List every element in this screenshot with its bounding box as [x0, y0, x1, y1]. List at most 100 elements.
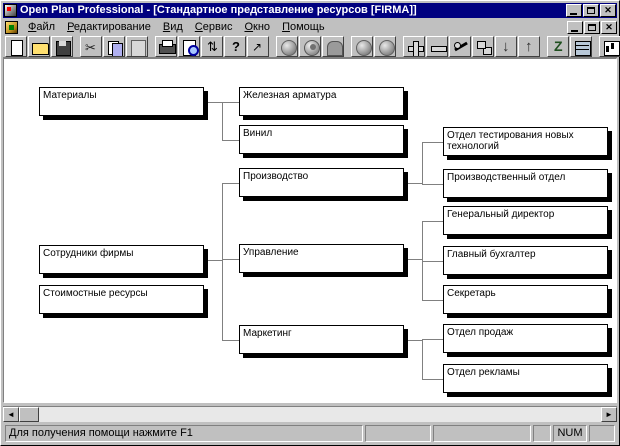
copy-icon [104, 37, 124, 56]
sort-button[interactable] [201, 35, 223, 57]
left-arrow-icon: ◄ [7, 409, 15, 419]
resource-plain-button[interactable] [351, 35, 373, 57]
resource-view-button[interactable] [276, 35, 298, 57]
tree-node-label: Сотрудники фирмы [43, 248, 134, 259]
document-close-button[interactable]: ✕ [601, 20, 617, 34]
menu-item-tools[interactable]: Сервис [194, 20, 233, 33]
stagger-button[interactable] [472, 35, 494, 57]
cut-button[interactable] [80, 35, 102, 57]
tree-node-otdel-test[interactable]: Отдел тестирования новых технологий [443, 127, 608, 156]
minus-icon [427, 37, 447, 56]
scrollbar-thumb[interactable] [19, 407, 39, 422]
horizontal-scrollbar[interactable]: ◄ ► [3, 406, 617, 422]
print-preview-button[interactable] [178, 35, 200, 57]
resource-ball-detail-icon [300, 37, 320, 56]
tree-node-glav-buhgalter[interactable]: Главный бухгалтер [443, 246, 608, 275]
tree-node-sekretar[interactable]: Секретарь [443, 285, 608, 314]
move-down-button[interactable] [495, 35, 517, 57]
right-arrow-icon: ► [605, 409, 613, 419]
close-button[interactable]: ✕ [600, 4, 616, 17]
menu-item-help[interactable]: Помощь [282, 20, 325, 33]
help-pointer-icon [248, 37, 268, 56]
tree-node-proizvodstvo[interactable]: Производство [239, 168, 404, 197]
remove-button[interactable] [426, 35, 448, 57]
move-up-button[interactable] [518, 35, 540, 57]
tree-node-label: Секретарь [447, 288, 496, 299]
document-window-controls: ✕ [567, 20, 617, 34]
arrow-down-icon [496, 37, 516, 56]
connector-line [204, 102, 222, 103]
help-button[interactable] [224, 35, 246, 57]
tree-node-armatura[interactable]: Железная арматура [239, 87, 404, 116]
copy-button[interactable] [103, 35, 125, 57]
connector-line [404, 340, 422, 341]
tree-node-materialy[interactable]: Материалы [39, 87, 204, 116]
tree-node-otdel-reklamy[interactable]: Отдел рекламы [443, 364, 608, 393]
connector-line [422, 300, 443, 301]
connector-line [422, 184, 443, 185]
link-button[interactable] [449, 35, 471, 57]
new-file-icon [6, 37, 26, 56]
resource-grey-button[interactable] [374, 35, 396, 57]
tree-node-vinil[interactable]: Винил [239, 125, 404, 154]
connector-line [422, 142, 423, 184]
tree-node-gen-direktor[interactable]: Генеральный директор [443, 206, 608, 235]
tree-node-sotrudniki[interactable]: Сотрудники фирмы [39, 245, 204, 274]
tree-node-label: Производство [243, 171, 309, 182]
scissors-icon [81, 37, 101, 56]
menu-item-file[interactable]: Файл [28, 20, 56, 33]
new-file-button[interactable] [5, 35, 27, 57]
connector-line [422, 339, 443, 340]
save-button[interactable] [51, 35, 73, 57]
connector-line [422, 221, 443, 222]
tree-node-label: Материалы [43, 90, 97, 101]
menu-item-edit[interactable]: Редактирование [67, 20, 151, 33]
context-help-button[interactable] [247, 35, 269, 57]
plus-icon [404, 37, 424, 56]
tree-node-stoimostnye[interactable]: Стоимостные ресурсы [39, 285, 204, 314]
resource-detail-button[interactable] [299, 35, 321, 57]
chart-view-button[interactable] [599, 35, 620, 57]
connector-line [422, 261, 443, 262]
menu-item-window[interactable]: Окно [244, 20, 271, 33]
tree-node-marketing[interactable]: Маркетинг [239, 325, 404, 354]
tree-node-label: Маркетинг [243, 328, 292, 339]
resource-ball-grey-icon [375, 37, 395, 56]
print-button[interactable] [155, 35, 177, 57]
paste-button[interactable] [126, 35, 148, 57]
connector-line [222, 140, 239, 141]
resource-dome-button[interactable] [322, 35, 344, 57]
stagger-steps-icon [473, 37, 493, 56]
add-button[interactable] [403, 35, 425, 57]
restore-button[interactable] [583, 4, 599, 17]
grid-view-button[interactable] [570, 35, 592, 57]
tree-node-label: Стоимостные ресурсы [43, 288, 148, 299]
window-controls: ✕ [566, 4, 616, 17]
tree-node-upravlenie[interactable]: Управление [239, 244, 404, 273]
chart-view-icon [600, 37, 620, 56]
scrollbar-track[interactable] [39, 407, 601, 422]
document-restore-button[interactable] [584, 20, 600, 34]
connector-line [422, 379, 443, 380]
resource-ball-plain-icon [352, 37, 372, 56]
tree-node-proizv-otdel[interactable]: Производственный отдел [443, 169, 608, 198]
arrow-up-icon [519, 37, 539, 56]
tree-node-otdel-prodazh[interactable]: Отдел продаж [443, 324, 608, 353]
scroll-left-button[interactable]: ◄ [3, 407, 19, 422]
tree-node-label: Генеральный директор [447, 209, 555, 220]
minimize-button[interactable] [566, 4, 582, 17]
window-title: Open Plan Professional - [Стандартное пр… [20, 4, 417, 16]
document-icon[interactable] [5, 20, 18, 34]
document-minimize-button[interactable] [567, 20, 583, 34]
open-file-button[interactable] [28, 35, 50, 57]
zed-layout-button[interactable] [547, 35, 569, 57]
scroll-right-button[interactable]: ► [601, 407, 617, 422]
tree-node-label: Отдел рекламы [447, 367, 520, 378]
connector-line [422, 221, 423, 300]
connector-line [222, 183, 239, 184]
menu-item-view[interactable]: Вид [162, 20, 183, 33]
paste-icon [127, 37, 147, 56]
application-icon[interactable] [4, 4, 17, 17]
